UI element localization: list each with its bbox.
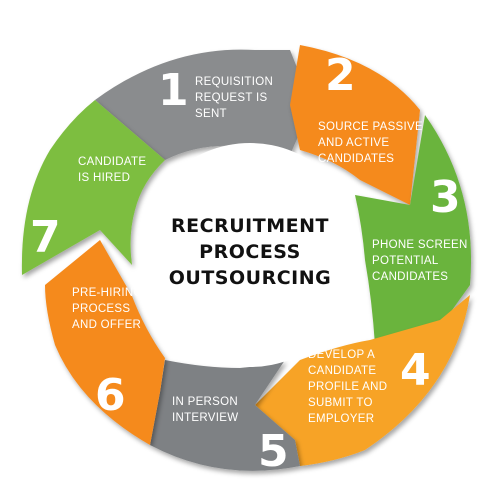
step-4-arrow — [255, 295, 470, 466]
step-5-segment: 5 IN PERSON INTERVIEW — [150, 360, 300, 477]
step-4-segment: 4 DEVELOP A CANDIDATE PROFILE AND SUBMIT… — [255, 295, 470, 466]
step-6-label-line-1: PRE-HIRING — [72, 287, 143, 299]
step-7-label-line-2: IS HIRED — [78, 172, 130, 184]
step-4-label-line-1: DEVELOP A — [308, 349, 375, 361]
center-title-line-3: OUTSOURCING — [169, 267, 331, 289]
step-3-label-line-1: PHONE SCREEN — [372, 239, 468, 251]
step-2-label-line-1: SOURCE PASSIVE — [318, 121, 423, 133]
step-3-label-line-3: CANDIDATES — [372, 271, 448, 283]
step-7-label-line-1: CANDIDATE — [78, 156, 146, 168]
step-7-segment: 7 CANDIDATE IS HIRED — [21, 100, 165, 275]
center-title-line-2: PROCESS — [199, 241, 301, 263]
step-3-segment: 3 PHONE SCREEN POTENTIAL CANDIDATES — [355, 115, 472, 345]
step-1-label-line-3: SENT — [195, 108, 227, 120]
step-4-label-line-3: PROFILE AND — [308, 381, 387, 393]
step-2-segment: 2 SOURCE PASSIVE AND ACTIVE CANDIDATES — [290, 45, 423, 205]
center-hub: RECRUITMENT PROCESS OUTSOURCING — [138, 143, 362, 367]
step-4-label-line-4: SUBMIT TO — [308, 397, 373, 409]
step-3-label-line-2: POTENTIAL — [372, 255, 439, 267]
step-5-arrow — [150, 360, 300, 471]
step-1-label-line-1: REQUISITION — [195, 76, 273, 88]
step-6-label-line-2: PROCESS — [72, 303, 130, 315]
step-6-label-line-3: AND OFFER — [72, 319, 141, 331]
step-3-number: 3 — [430, 172, 461, 223]
step-4-number: 4 — [400, 345, 431, 396]
step-4-label-line-5: EMPLOYER — [308, 413, 374, 425]
step-2-label-line-3: CANDIDATES — [318, 153, 394, 165]
step-6-number: 6 — [95, 370, 126, 421]
step-1-number: 1 — [158, 65, 189, 116]
step-1-arrow — [95, 49, 312, 161]
step-7-arrow — [21, 100, 165, 275]
step-1-segment: 1 REQUISITION REQUEST IS SENT — [95, 49, 312, 161]
center-title-line-1: RECRUITMENT — [171, 215, 329, 237]
step-5-number: 5 — [258, 426, 289, 477]
step-5-label-line-1: IN PERSON — [172, 396, 238, 408]
step-5-label-line-2: INTERVIEW — [172, 412, 238, 424]
step-6-arrow — [45, 240, 165, 445]
step-1-label-line-2: REQUEST IS — [195, 92, 267, 104]
step-2-number: 2 — [325, 50, 356, 101]
step-7-number: 7 — [30, 212, 61, 263]
step-2-arrow — [290, 45, 420, 205]
step-2-label-line-2: AND ACTIVE — [318, 137, 389, 149]
step-4-label-line-2: CANDIDATE — [308, 365, 376, 377]
center-circle — [138, 143, 362, 367]
step-6-segment: 6 PRE-HIRING PROCESS AND OFFER — [45, 240, 165, 445]
step-3-arrow — [355, 115, 472, 345]
